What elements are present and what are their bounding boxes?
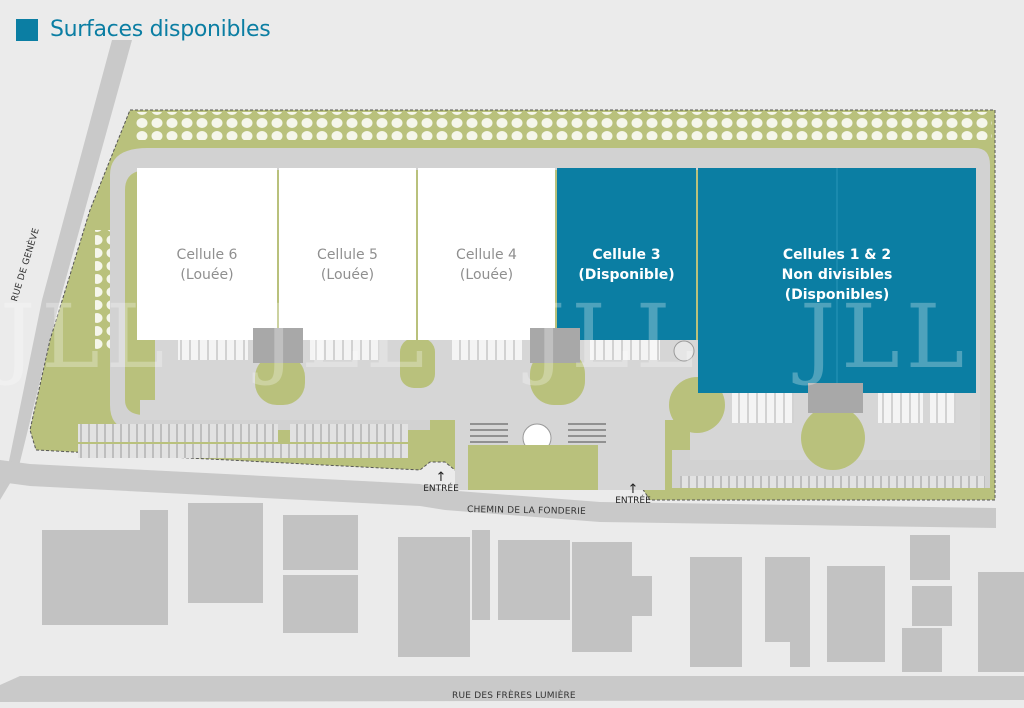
cell-name: Cellule 3 [592, 247, 661, 263]
parking-lines [470, 423, 606, 443]
cell-status: (Disponible) [578, 267, 675, 283]
loading-docks [878, 393, 923, 423]
cell-note: Non divisibles [781, 267, 893, 283]
car-parking [680, 476, 985, 488]
arrow-up-icon: ↑ [435, 470, 447, 485]
entrance-marker: ↑ ENTRÉE [612, 482, 654, 506]
arrow-up-icon: ↑ [627, 482, 639, 497]
street-label-rue-des-freres-lumiere: RUE DES FRÈRES LUMIÈRE [452, 691, 576, 701]
office-block [253, 328, 303, 363]
road-chemin-de-la-fonderie [0, 460, 996, 528]
legend-label: Surfaces disponibles [50, 17, 271, 42]
street-label-chemin-de-la-fonderie: CHEMIN DE LA FONDERIE [466, 504, 586, 518]
cell-status: (Louée) [320, 267, 375, 283]
cell-status: (Louée) [180, 267, 234, 283]
green-island [255, 355, 305, 405]
loading-docks [732, 393, 794, 423]
cell-status: (Louée) [459, 267, 514, 283]
entrance-label: ENTRÉE [615, 496, 651, 506]
car-parking [290, 424, 408, 442]
green-island [530, 350, 585, 405]
cell-6-label: Cellule 6 (Louée) [137, 245, 277, 285]
sprinkler-tank [673, 340, 695, 362]
car-parking [78, 444, 408, 458]
entrance-marker: ↑ ENTRÉE [420, 470, 462, 494]
cell-4-footprint [418, 168, 555, 340]
cell-status: (Disponibles) [784, 287, 890, 303]
cell-5-footprint [279, 168, 416, 340]
legend: Surfaces disponibles [16, 17, 271, 42]
cell-5-label: Cellule 5 (Louée) [279, 245, 416, 285]
cell-name: Cellule 4 [456, 247, 517, 263]
road-rue-de-geneve [0, 40, 132, 500]
office-block [808, 383, 863, 413]
green-island [801, 406, 865, 470]
tree-band [134, 112, 992, 140]
cell-3-label: Cellule 3 (Disponible) [557, 245, 696, 285]
green-island [400, 338, 435, 388]
legend-swatch [16, 18, 38, 41]
green-island [468, 445, 598, 490]
cell-name: Cellule 5 [317, 247, 378, 263]
entrance-label: ENTRÉE [423, 484, 459, 494]
cell-name: Cellule 6 [176, 247, 238, 263]
cell-3-footprint [557, 168, 696, 340]
loading-docks [590, 340, 660, 360]
neighbouring-buildings [42, 503, 1024, 672]
road-rue-des-freres-lumiere [0, 676, 1024, 702]
cells-1-2-label: Cellules 1 & 2 Non divisibles (Disponibl… [698, 245, 976, 305]
cell-6-footprint [137, 168, 277, 340]
loading-docks [178, 340, 248, 360]
cell-name: Cellules 1 & 2 [782, 247, 892, 263]
office-block [530, 328, 580, 363]
loading-docks [930, 393, 956, 423]
loading-docks [452, 340, 522, 360]
car-parking [78, 424, 278, 442]
cell-4-label: Cellule 4 (Louée) [418, 245, 555, 285]
loading-docks [310, 340, 380, 360]
green-island [135, 340, 155, 400]
